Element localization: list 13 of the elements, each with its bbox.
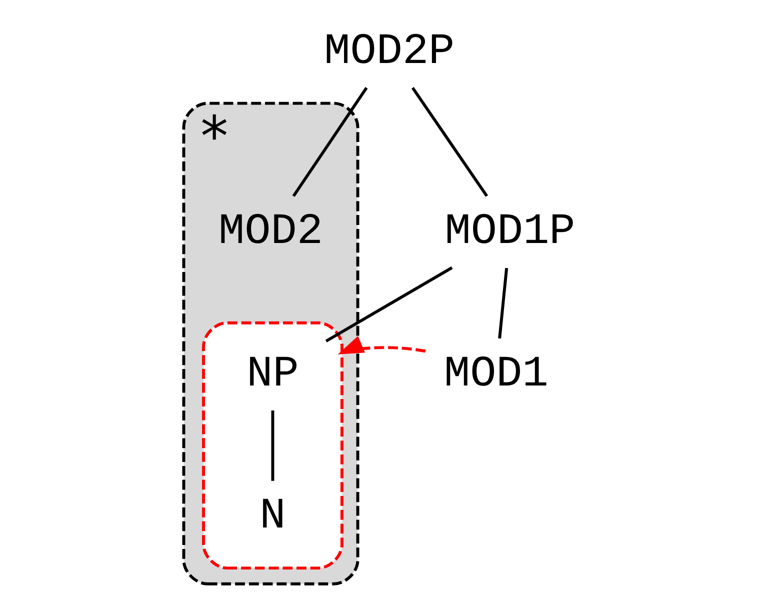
node-text: MOD2P — [324, 28, 454, 77]
connector — [498, 268, 508, 339]
connector — [324, 266, 452, 342]
node-text: N — [259, 492, 286, 542]
node-text: MOD2 — [218, 208, 322, 257]
node-text: NP — [246, 350, 298, 400]
node-text: MOD1 — [443, 350, 548, 400]
connector — [410, 86, 488, 197]
cluster — [202, 321, 343, 570]
arrow — [337, 336, 426, 354]
connector — [270, 410, 274, 481]
connector — [292, 86, 368, 197]
node-text: MOD1P — [444, 208, 575, 257]
